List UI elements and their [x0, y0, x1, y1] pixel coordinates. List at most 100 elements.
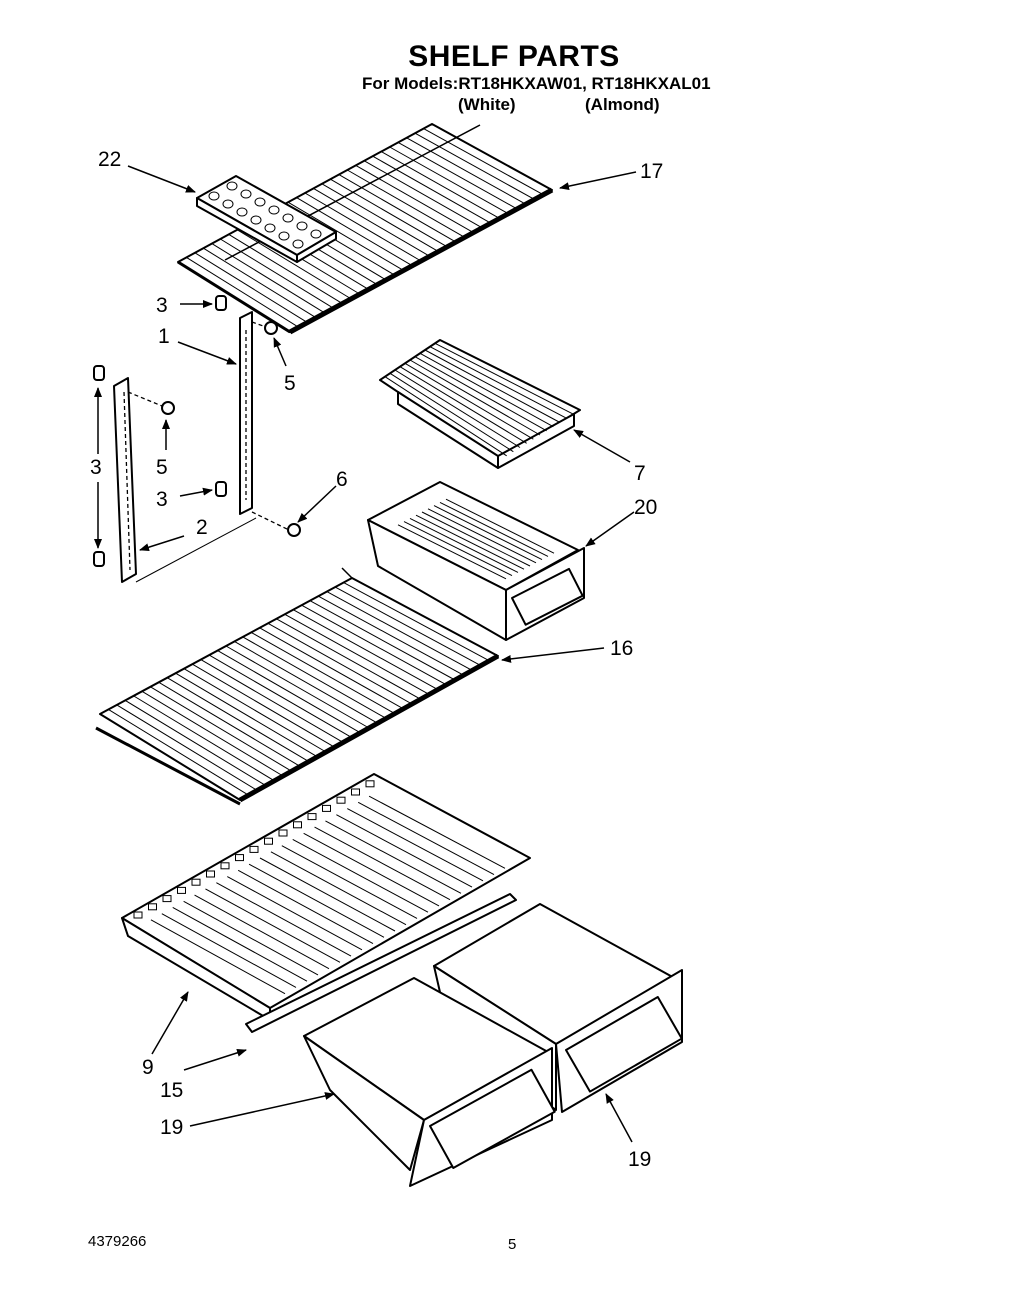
shelf-rib: [175, 672, 318, 758]
vent-slot: [162, 895, 172, 903]
vent-slot: [235, 854, 244, 862]
shelf-rib: [208, 654, 353, 739]
ice-cell: [226, 181, 238, 191]
vent-slot: [220, 862, 230, 870]
shelf-rib: [303, 832, 440, 907]
shelf-rib: [384, 376, 507, 457]
callout-1: 1: [158, 325, 170, 348]
ice-cell: [250, 215, 262, 225]
cover-insert: [245, 893, 517, 1033]
shelf-rib: [150, 686, 292, 772]
shelf-rib: [372, 155, 492, 224]
shelf-rib: [124, 699, 267, 787]
ice-cell: [278, 231, 290, 241]
shelf-rib: [414, 356, 547, 432]
wire-shelf-large: [95, 567, 500, 806]
shelf-rib: [227, 876, 363, 951]
shelf-rib: [409, 359, 541, 436]
shelf-rib: [270, 851, 407, 926]
vent-slot: [133, 911, 143, 919]
callout-19-right: 19: [628, 1148, 651, 1171]
shelf-rib: [248, 863, 385, 938]
shelf-rib: [133, 695, 275, 782]
shelf-rib: [259, 627, 404, 710]
shelf-rib: [427, 508, 537, 564]
shelf-rib: [296, 197, 413, 267]
shelf-rib: [314, 826, 451, 901]
shelf-rib: [439, 501, 549, 557]
shelf-rib: [364, 160, 483, 229]
shelf-rib: [216, 882, 352, 957]
shelf-rib: [250, 631, 396, 715]
ice-cell: [208, 191, 220, 201]
crisper-drawer-left: [303, 977, 556, 1187]
shelf-rib: [334, 586, 482, 667]
vent-slot: [191, 878, 201, 886]
callout-19-left: 19: [160, 1116, 183, 1139]
ice-cell: [236, 207, 248, 217]
callout-5-center: 5: [284, 372, 296, 395]
shelf-rib: [237, 869, 374, 944]
shelf-rib: [150, 919, 286, 995]
shelf-rib: [292, 609, 439, 691]
shelf-rib: [403, 521, 513, 577]
shelf-rib: [309, 600, 456, 681]
shelf-rib: [192, 663, 335, 748]
callout-5-left: 5: [156, 456, 168, 479]
vent-slot: [293, 821, 302, 829]
shelf-rib: [186, 256, 299, 328]
shelf-support-rail-left: [93, 365, 257, 583]
shelf-rib: [242, 636, 387, 719]
callout-15: 15: [160, 1079, 183, 1102]
ice-cell: [296, 221, 308, 231]
meat-pan: [367, 481, 585, 641]
shelf-support-rail-center: [215, 295, 301, 537]
shelf-rib: [325, 820, 462, 894]
document-number: 4379266: [88, 1233, 147, 1250]
shelf-rib: [336, 814, 473, 888]
shelf-rib: [220, 238, 334, 309]
shelf-rib: [200, 659, 344, 743]
shelf-rib: [343, 582, 490, 662]
shelf-rib: [434, 342, 574, 415]
shelf-rib: [399, 366, 527, 444]
wire-shelf-top: [177, 123, 554, 335]
shelf-rib: [330, 178, 448, 248]
callout-3-bottom: 3: [156, 488, 168, 511]
ice-cell: [264, 223, 276, 233]
callout-9: 9: [142, 1056, 154, 1079]
shelf-rib: [423, 128, 544, 196]
shelf-rib: [259, 857, 396, 932]
ice-cell: [222, 199, 234, 209]
shelf-rib: [415, 514, 525, 570]
shelf-rib: [326, 591, 473, 671]
vent-slot: [206, 870, 215, 878]
shelf-rib: [211, 243, 326, 314]
variant-white-label: (White): [458, 95, 516, 114]
shelf-rib: [433, 505, 543, 561]
shelf-rib: [183, 900, 319, 976]
shelf-rib: [217, 650, 361, 734]
callout-2: 2: [196, 516, 208, 539]
shelf-rib: [116, 704, 258, 791]
ice-cell: [310, 229, 322, 239]
shelf-rib: [368, 795, 506, 869]
crisper-cover-frame: [121, 773, 531, 1021]
variant-almond-label: (Almond): [585, 95, 660, 114]
shelf-rib: [166, 677, 310, 763]
shelf-rib: [161, 913, 297, 988]
shelf-rib: [304, 192, 422, 262]
shelf-rib: [225, 645, 370, 729]
shelf-rib: [234, 641, 378, 724]
glass-shelf-small: [379, 339, 581, 469]
callout-3-left: 3: [90, 456, 102, 479]
shelf-rib: [284, 613, 430, 695]
shelf-rib: [429, 346, 567, 419]
shelf-rib: [389, 146, 509, 215]
vent-slot: [307, 813, 317, 821]
shelf-rib: [347, 169, 465, 238]
callout-labels: 22 17 3 1 5 3 5 3 6 2 7 20 16 9 15 19 19: [90, 148, 663, 1171]
callout-22: 22: [98, 148, 121, 171]
shelf-rib: [404, 362, 534, 440]
